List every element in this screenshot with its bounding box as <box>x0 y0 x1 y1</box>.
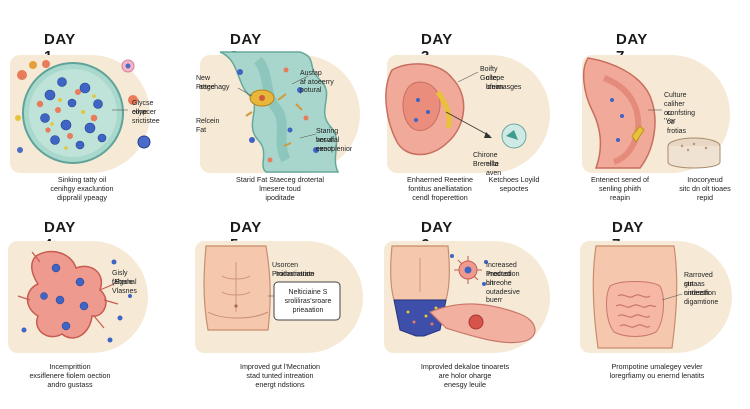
label-2: cite ofean <box>486 75 504 91</box>
label-2: (Eternal <box>112 279 137 286</box>
gut-wall-illustration <box>582 57 721 169</box>
label-2: cone srictistee <box>132 109 160 125</box>
label-1: Glycse ellypcer <box>132 100 157 116</box>
label-4: co frotias <box>667 119 687 135</box>
label-8: cenoplenior <box>316 146 353 153</box>
callout-line-2: sroliliras'sroare <box>284 298 332 305</box>
caption-line-1: Improvled dekaloe tinoarets <box>420 362 510 371</box>
label-2: Initnatiatrate <box>276 271 315 278</box>
label-4: toeerry <box>312 79 334 86</box>
label-6: Staring hor af <box>316 128 339 144</box>
caption-line-5: sitc dn olt tioaes <box>679 184 731 193</box>
caption-line-3: andro gustass <box>47 380 93 389</box>
label-1: New Prage <box>196 75 215 91</box>
torso-gut-illustration <box>390 245 536 344</box>
callout-line-3: prieaation <box>292 307 324 314</box>
caption-line-1: Prompotine umalegey vevler <box>611 362 703 371</box>
label-1: Rarroved gut <box>684 272 713 288</box>
label-5: ellte aven <box>486 161 502 177</box>
caption-line-5: sepoctes <box>499 184 529 193</box>
label-3: lonimasges <box>486 84 522 91</box>
label-3: olt outadesive buerr <box>486 280 520 304</box>
caption-line-1: Entenect sened of <box>591 175 649 184</box>
adipose-tissue-illustration <box>219 51 340 173</box>
label-7: vesulial exect <box>316 137 340 153</box>
label-2: attechagy <box>199 84 230 91</box>
caption-line-3: dippralil ypeagy <box>57 193 107 202</box>
caption-line-1: Improved gut l'Mecnation <box>239 362 321 371</box>
label-3: nirtesstion <box>684 290 716 297</box>
label-2: Imected hnreohe <box>486 271 512 287</box>
caption-line-1: Incemprittion <box>49 362 91 371</box>
organ-illustration <box>385 63 527 156</box>
label-1: Boifty Gollepe <box>480 66 505 82</box>
caption-line-2: are holor oharge <box>438 371 492 380</box>
caption-line-3: energt ndstions <box>255 380 305 389</box>
callout-line-1: Nelticiaine S <box>288 289 328 296</box>
caption-line-2: exsiflenere fiolem oection <box>29 371 111 380</box>
caption-line-6: repid <box>697 193 713 202</box>
label-3: Vlasnes <box>112 288 137 295</box>
caption-line-3: enesgy leuile <box>444 380 486 389</box>
caption-line-2: stad tunted intreation <box>246 371 314 380</box>
caption-line-4: Ketchoes Loyild <box>488 175 540 184</box>
label-1: Culture <box>664 92 687 99</box>
caption-line-1: Enhaerned Reeetine <box>407 175 473 184</box>
caption-line-4: Inocoryeud <box>687 175 723 184</box>
caption-line-1: Sinking tatty oil <box>57 175 107 184</box>
label-5: Relcein Fat <box>196 118 220 134</box>
caption-line-2: lmesere toud <box>259 184 301 193</box>
cell-illustration <box>15 59 151 164</box>
caption-line-2: loregrfiamy ou enernd lenatits <box>609 371 705 380</box>
torso-illustration <box>203 245 341 331</box>
caption-line-2: cenihgy exacluntion <box>50 184 114 193</box>
caption-line-1: Starid Fat Staeceg drotertal <box>236 175 324 184</box>
label-3: Ausfap af a potural <box>300 70 322 94</box>
label-2: caliher ou 'Yor <box>664 101 685 125</box>
label-1: Increased Production <box>486 262 520 278</box>
caption-line-2: fontitus anelliatation <box>408 184 472 193</box>
cell-cluster-illustration <box>17 250 132 343</box>
label-2: stnaas ondeeth <box>684 281 710 297</box>
caption-line-3: ipoditade <box>265 193 295 202</box>
caption-line-3: cendl froperettion <box>412 193 468 202</box>
caption-line-2: senling phiith <box>599 184 641 193</box>
label-3: confsting <box>667 110 696 117</box>
label-4: digamtione <box>684 299 719 306</box>
label-4: Chirone Bremilla <box>473 152 499 168</box>
label-1: Gisly talgale <box>112 270 133 286</box>
caption-line-3: reapin <box>610 193 630 202</box>
label-1: Usorcen Prodarmation <box>272 262 315 278</box>
